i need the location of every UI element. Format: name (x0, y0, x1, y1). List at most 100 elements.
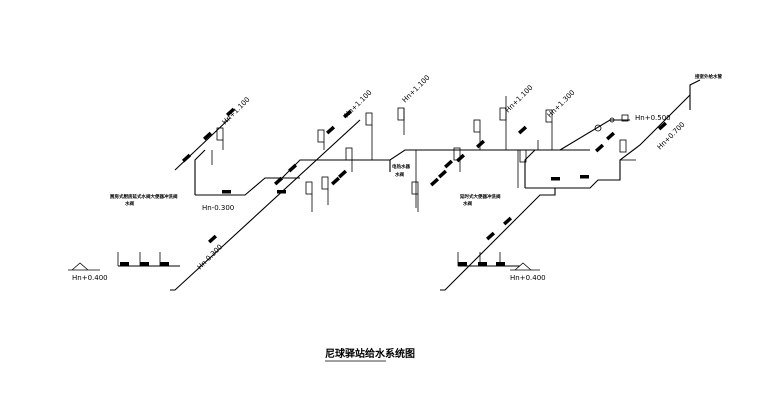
pipe-tag: DN25 (287, 163, 298, 173)
pipe-tag-label: DN20 (223, 190, 231, 194)
pipe-tag: DN25 (325, 125, 336, 135)
pipe-tag: DN25 (330, 176, 341, 186)
pipe-tag: DN20 (337, 170, 347, 179)
top-right-riser (689, 79, 701, 110)
pipe-tag: DN20 (594, 144, 604, 153)
pipe-tag: DN32 (657, 121, 668, 131)
pipe-tag-block (325, 125, 336, 135)
elevation-e6: Hn+0.500 (635, 114, 671, 122)
pipe-tag: DN40 (551, 177, 560, 181)
pipe-tag-block (517, 125, 528, 135)
elevation-e4: Hn+1.100 (504, 84, 535, 115)
pipe-tag: DN25 (475, 140, 485, 149)
pipe-tag: DN20 (455, 153, 466, 163)
note-outdoor-supply: 接室外给水管 (695, 73, 722, 80)
note-delay-flush-valve-2: 水阀 (463, 200, 472, 207)
pipe-tag: DN20 (485, 232, 495, 241)
note-kitchen-valve-2: 水阀 (125, 200, 134, 207)
pipe-tag: DN25 (181, 154, 191, 163)
fixtures (68, 96, 629, 271)
elevation-e3: Hn+1.100 (401, 74, 432, 105)
note-water-heater: 电热水器 (392, 163, 410, 170)
pipe-tag-label: DN15 (438, 170, 447, 179)
pipe-tag-block (455, 153, 466, 163)
pipe-tag-block (496, 262, 505, 266)
pipe-tag-block (443, 159, 454, 169)
elevation-e1: Hn+1.100 (221, 96, 252, 127)
pipe-tag-label: DN25 (274, 177, 283, 186)
pipe-tag-label: DN15 (444, 160, 453, 169)
pipe-tag-block (657, 121, 668, 131)
pipe-tag-block (330, 176, 341, 186)
pipe-tag-block (580, 175, 589, 179)
pipe-tag-label: DN20 (518, 126, 527, 135)
pipe-tag: DN15 (437, 169, 448, 179)
pipe-tag: DN32 (207, 234, 218, 244)
pipe-tag: DN32 (478, 262, 487, 266)
left-main-diagonal (170, 119, 361, 291)
pipe-tag-label: DN32 (479, 262, 487, 266)
pipe-tag-label: DN32 (658, 122, 667, 131)
pipe-tag-label: DN15 (121, 262, 129, 266)
pipe-tag-label: DN15 (161, 262, 169, 266)
pipe-tag-label: DN20 (486, 232, 495, 241)
note-kitchen-valve: 厨房式厨房延式水阀大便器冲洗阀 (110, 193, 178, 200)
pipe-tag-block (140, 262, 149, 266)
pipe-tag: DN15 (443, 159, 454, 169)
left-branch-loop (194, 149, 206, 195)
pipe-tag-label: DN20 (338, 170, 347, 179)
right-loop (524, 149, 536, 188)
pipe-tag: DN25 (429, 178, 439, 187)
pipe-tag-label: DN25 (430, 178, 439, 187)
pipe-tag-block (437, 169, 448, 179)
pipe-tag-label: DN20 (343, 110, 352, 119)
upper-left-diagonal (174, 117, 231, 171)
pipe-tag-block (120, 262, 129, 266)
pipe-tag: DN32 (496, 262, 505, 266)
pipe-tag: DN15 (140, 262, 149, 266)
pipe-tag-label: DN25 (331, 177, 340, 186)
elevation-e10: Hn+0.400 (72, 274, 108, 282)
pipe-tag-label: DN40 (552, 177, 560, 181)
pipe-tag-label: DN25 (459, 262, 467, 266)
pipe-tag-block (551, 177, 560, 181)
pipe-tag-label: DN15 (141, 262, 149, 266)
pipe-tag-block (287, 163, 298, 173)
pipe-tag-label: DN20 (581, 175, 589, 179)
pipe-tag-block (207, 234, 218, 244)
pipe-tag-block (202, 131, 213, 141)
note-water-heater-2: 水阀 (395, 171, 404, 178)
elevation-labels: Hn+1.100 Hn+1.100 Hn+1.100 Hn+1.100 Hn+1… (72, 74, 687, 282)
pipe-tag: DN20 (222, 190, 231, 194)
top-main-line (281, 149, 590, 179)
right-top-diagonal (559, 119, 630, 151)
pipe-tag-label: DN25 (288, 164, 297, 173)
right-loop-bottom (525, 94, 691, 189)
pipe-tag-block (273, 176, 284, 186)
pipe-tag-block (478, 262, 487, 266)
diagram-title: 尼球驿站给水系统图 (325, 347, 415, 360)
pipe-tag-block (605, 131, 616, 141)
pipe-tag-label: DN20 (203, 132, 212, 141)
pipe-tag: DN25 (273, 176, 284, 186)
right-main-diagonal (440, 188, 556, 291)
pipe-tag-block (342, 109, 353, 119)
pipe-tag-label: DN20 (226, 108, 235, 117)
pipe-tag: DN25 (458, 262, 467, 266)
pipe-tag-block (277, 190, 286, 194)
pipe-tag-label: DN32 (208, 235, 217, 244)
annotations: 接室外给水管 厨房式厨房延式水阀大便器冲洗阀 水阀 电热水器 水阀 延时式大便器… (110, 73, 722, 207)
pipe-tag: DN20 (517, 125, 528, 135)
pipe-network (170, 79, 701, 291)
pipe-tag-label: DN25 (182, 154, 191, 163)
pipe-tag-label: DN20 (595, 144, 604, 153)
pipe-tag-label: DN25 (503, 217, 512, 226)
elevation-e8: Hn-0.300 (202, 204, 234, 212)
pipe-tag-label: DN32 (497, 262, 505, 266)
pipe-tag: DN20 (277, 190, 286, 194)
pipe-tag: DN20 (202, 131, 213, 141)
diagram-title-group: 尼球驿站给水系统图 (325, 347, 415, 362)
pipe-tag-label: DN25 (326, 126, 335, 135)
